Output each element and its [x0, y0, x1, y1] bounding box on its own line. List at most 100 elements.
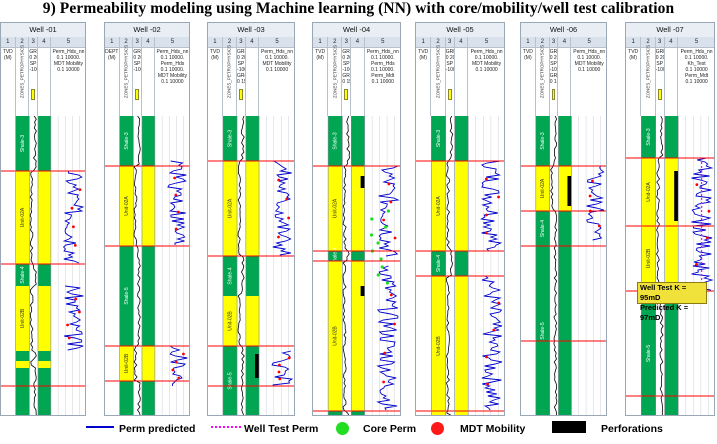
depth-label: TVD (M): [522, 49, 533, 61]
lithology-band: [351, 251, 365, 261]
sand-swatch: [551, 89, 556, 100]
well-name: Well -03: [208, 23, 294, 38]
gr-curve: [445, 115, 454, 415]
gr-track: [445, 116, 455, 415]
zone-label: Shale-3: [124, 132, 130, 149]
mdt-mobility-point: [287, 216, 291, 220]
lithology-band: [141, 166, 155, 246]
zone-label: Unit-02B: [20, 308, 26, 328]
zones-label: ZONES_PETROPHYSICS: [435, 44, 441, 99]
lithology-band: [141, 116, 155, 166]
gr-label: GRED 0 200. SP -100 . GRds 0 150.: [237, 49, 245, 85]
legend-perforations: Perforations: [601, 423, 663, 435]
lithology-band: [37, 368, 51, 415]
gr-label: GRED 0 200. SP -100 .: [655, 49, 664, 73]
zone-label: Shale-4: [436, 255, 442, 272]
sand-swatch: [657, 89, 662, 100]
depth-label: DEPT (M): [105, 49, 119, 61]
track-number: 5: [571, 37, 606, 48]
core-perm-point: [370, 217, 374, 221]
perm-predicted-curve: [271, 350, 294, 386]
well-name: Well -01: [1, 23, 85, 38]
track-number: 4: [141, 37, 154, 48]
zones-label: ZONES_PETROPHYSICS: [123, 44, 129, 99]
mdt-mobility-point: [182, 352, 185, 356]
track-number: 3: [133, 37, 141, 48]
lithology-band: [558, 211, 572, 246]
zone-band: [119, 116, 134, 166]
gr-label: GRED 0 200. SP -100 . GRds 0 150.: [549, 49, 558, 85]
mdt-mobility-point: [695, 263, 698, 266]
mdt-mobility-point: [66, 323, 69, 327]
zone-label: Unit-02A: [436, 196, 442, 216]
zone-label: Shale-3: [646, 128, 652, 145]
track-header-col: 3GRED 0 200. SP -100 .: [445, 37, 455, 116]
core-perm-point: [369, 233, 374, 237]
track-number: 1: [416, 37, 431, 48]
track-number: 3: [549, 37, 558, 48]
zone-band: [119, 246, 134, 346]
sand-swatch: [31, 89, 35, 100]
mdt-mobility-point: [67, 336, 71, 340]
core-perm-point: [376, 273, 380, 277]
mdt-mobility-point: [278, 377, 282, 381]
zone-band: [222, 161, 238, 256]
depth-label: TVD (M): [209, 49, 220, 61]
track-number: 5: [259, 37, 294, 48]
zone-label: Unit-02A: [333, 198, 339, 218]
track-header-col: 4: [245, 37, 260, 116]
track-number: 5: [364, 37, 400, 48]
mdt-mobility-point: [588, 194, 592, 198]
zones-label: ZONES_PETROPHYSICS: [332, 44, 338, 99]
zone-band: [119, 346, 134, 381]
mdt-mobility-point: [174, 227, 178, 231]
perm-track: [571, 116, 606, 415]
mdt-mobility-point: [389, 293, 393, 297]
lithology-band: [664, 226, 679, 291]
mdt-mobility-point: [173, 176, 177, 180]
perm-track: [50, 116, 85, 415]
mdt-mobility-point: [484, 231, 488, 235]
zone-label: Shale-3: [20, 135, 26, 152]
perm-predicted-curve: [481, 275, 503, 411]
zone-band: [535, 116, 550, 166]
well-test-perm-swatch: [211, 426, 241, 428]
gr-label: GRED 0 200. SP -100 . GRds 0 150.: [342, 49, 350, 85]
mdt-mobility-point: [176, 210, 180, 214]
perm-label: Perm_Hds_nn 0.1 10000. MDT Mobility 0.1 …: [573, 49, 606, 73]
perm-predicted-curve: [64, 285, 84, 351]
gr-label: GRED 0 200. SP -100 .: [133, 49, 141, 73]
mdt-mobility-point: [497, 195, 500, 199]
track-number: 3: [342, 37, 351, 48]
track-number: 1: [626, 37, 641, 48]
mdt-mobility-swatch: [431, 422, 444, 435]
mdt-mobility-point: [393, 322, 396, 326]
zone-band: [119, 166, 134, 246]
depth-label: TVD (M): [315, 49, 326, 61]
perm-label: Perm_Hds_nn 0.1 10000. MDT Mobility 0.1 …: [52, 49, 85, 73]
mdt-mobility-point: [383, 351, 387, 355]
mdt-mobility-point: [387, 182, 391, 186]
perm-predicted-curve: [586, 165, 605, 241]
legend-core-perm: Core Perm: [363, 423, 417, 435]
mdt-mobility-point: [485, 213, 488, 217]
track-header-col: 3GRED 0 200. SP -100 .: [29, 37, 38, 116]
zone-band: [328, 261, 343, 411]
